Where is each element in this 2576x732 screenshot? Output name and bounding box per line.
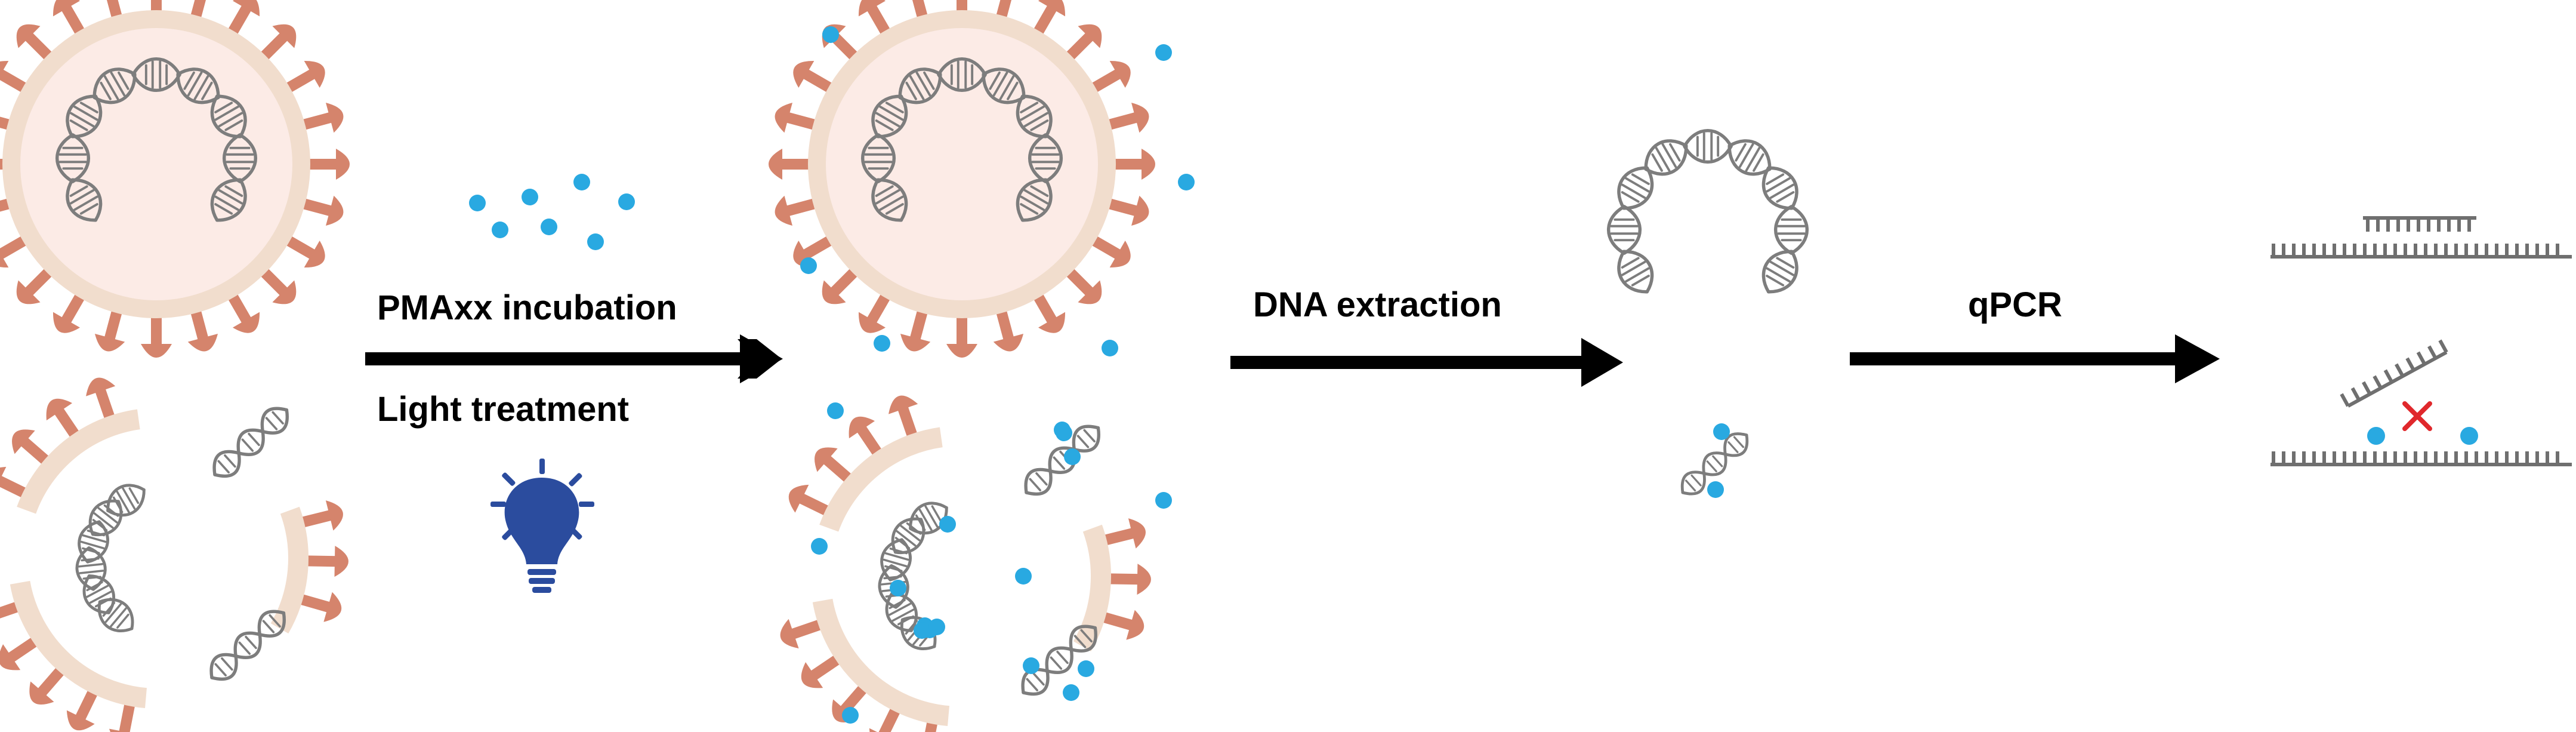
- pma-dot: [587, 233, 604, 250]
- free-dna-fragment: [203, 401, 294, 687]
- dna-segment: [1610, 160, 1661, 216]
- pma-dot: [874, 335, 890, 352]
- pma-dot: [811, 538, 828, 555]
- pma-dot: [928, 619, 945, 635]
- intact-virus: [0, 0, 350, 358]
- spike-protein: [141, 315, 172, 358]
- pma-dot: [1155, 492, 1172, 509]
- dna-segment: [1685, 131, 1731, 162]
- light-bulb-icon: [490, 459, 594, 593]
- pma-dot: [1155, 44, 1172, 61]
- broken-capsid-fragment: [819, 427, 943, 532]
- dna-segment: [1776, 207, 1807, 253]
- step-1-label-top: PMAxx incubation: [377, 288, 677, 327]
- spike-protein: [306, 545, 349, 577]
- pma-dot: [1023, 657, 1039, 674]
- capsid-interior: [826, 28, 1098, 300]
- dna-segment: [1722, 132, 1778, 183]
- dna-segment: [1755, 244, 1806, 300]
- pma-dot: [1054, 422, 1070, 438]
- broken-capsid-fragment: [270, 506, 308, 633]
- pma-dot: [800, 257, 817, 274]
- spike-protein: [769, 149, 811, 180]
- pma-dot: [1015, 568, 1032, 585]
- pma-dot: [1178, 174, 1195, 190]
- pma-dot: [827, 402, 844, 419]
- dna-segment: [1610, 244, 1661, 300]
- dna-segment: [1609, 207, 1640, 253]
- spike-protein: [307, 149, 350, 180]
- pma-dot: [822, 26, 839, 43]
- pma-dot: [914, 622, 930, 639]
- pma-dot: [939, 516, 956, 533]
- pma-dot: [541, 219, 557, 235]
- red-x-icon: [2402, 401, 2432, 431]
- broken-capsid-fragment: [17, 409, 140, 514]
- pma-dot: [492, 222, 508, 238]
- qpcr-blocked-template: [2270, 339, 2572, 466]
- pma-dot: [573, 174, 590, 190]
- pma-dot: [1707, 481, 1724, 498]
- intact-virus-after-pma: [769, 0, 1155, 358]
- qpcr-amplified-template: [2270, 216, 2572, 259]
- pma-dot: [469, 195, 486, 211]
- arrow-step-2: [1230, 338, 1623, 387]
- pma-dot: [1078, 660, 1094, 677]
- pma-dot: [522, 189, 538, 205]
- broken-capsid-fragment: [1073, 524, 1111, 651]
- damaged-virus-after-pma: [775, 390, 1152, 732]
- pma-dot: [890, 580, 906, 596]
- arrow-step-3: [1850, 334, 2220, 383]
- pma-dot: [1102, 340, 1118, 356]
- spike-protein: [1113, 149, 1155, 180]
- step-1-label-bottom: Light treatment: [377, 390, 629, 429]
- spike-protein: [1108, 563, 1152, 595]
- extracted-genome: [1609, 131, 1807, 300]
- spike-protein: [946, 315, 977, 358]
- pma-dot: [618, 193, 635, 210]
- bound-pma-dye: [2367, 427, 2478, 445]
- step-2-label: DNA extraction: [1253, 285, 1502, 324]
- arrow-step-1: [365, 334, 783, 383]
- broken-capsid-fragment: [10, 580, 147, 709]
- pma-dot: [1713, 423, 1730, 440]
- capsid-interior: [20, 28, 292, 300]
- dna-segment: [1755, 160, 1806, 216]
- step-3-label: qPCR: [1968, 285, 2062, 324]
- pma-dot: [1063, 684, 1079, 701]
- pma-dot: [1064, 448, 1081, 465]
- damaged-virus: [0, 373, 349, 732]
- pma-dot: [842, 707, 859, 724]
- dna-segment: [1638, 132, 1694, 183]
- broken-capsid-fragment: [812, 598, 950, 727]
- pma-dye-molecules: [469, 26, 1730, 724]
